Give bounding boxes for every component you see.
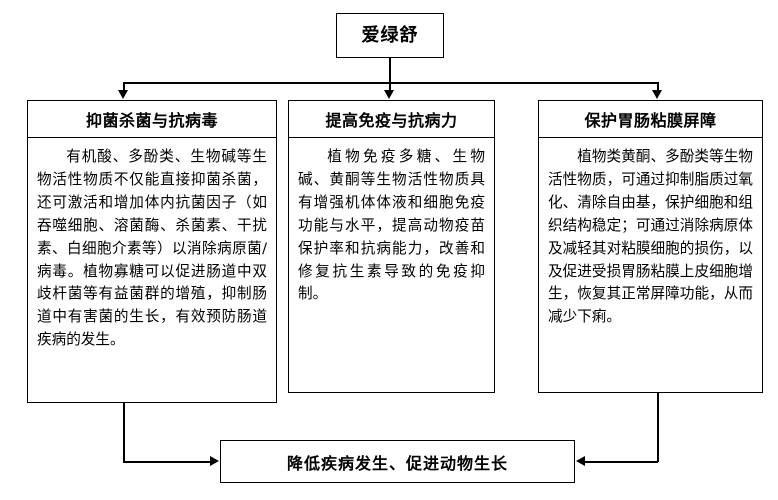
- column-box-mucosa: 保护胃肠粘膜屏障 植物类黄酮、多酚类等生物活性物质，可通过抑制脂质过氧化、清除自…: [538, 100, 763, 393]
- connector-branch-left: [123, 82, 125, 92]
- connector-title-stem: [389, 57, 391, 83]
- column-header-mucosa: 保护胃肠粘膜屏障: [539, 101, 762, 138]
- bottom-box-label: 降低疾病发生、促进动物生长: [286, 453, 508, 473]
- column-body-antibacterial: 有机酸、多酚类、生物碱等生物活性物质不仅能直接抑菌杀菌，还可激活和增加体内抗菌因…: [37, 148, 267, 349]
- arrow-right-icon-left: [210, 456, 219, 466]
- connector-left-run: [123, 461, 211, 463]
- title-box-label: 爱绿舒: [361, 24, 419, 46]
- column-box-immunity: 提高免疫与抗病力 植物免疫多糖、生物碱、黄酮等生物活性物质具有增强机体体液和细胞…: [288, 100, 495, 393]
- column-box-antibacterial: 抑菌杀菌与抗病毒 有机酸、多酚类、生物碱等生物活性物质不仅能直接抑菌杀菌，还可激…: [27, 100, 277, 403]
- title-box: 爱绿舒: [336, 13, 444, 58]
- column-header-label: 保护胃肠粘膜屏障: [584, 111, 717, 130]
- column-header-antibacterial: 抑菌杀菌与抗病毒: [28, 101, 276, 138]
- arrow-down-icon-middle: [384, 90, 394, 99]
- connector-right-drop: [657, 393, 659, 462]
- connector-right-run: [585, 461, 658, 463]
- column-header-label: 抑菌杀菌与抗病毒: [85, 111, 218, 130]
- arrow-down-icon-right: [652, 90, 662, 99]
- connector-branch-middle: [389, 82, 391, 92]
- column-header-label: 提高免疫与抗病力: [325, 111, 458, 130]
- column-body-immunity: 植物免疫多糖、生物碱、黄酮等生物活性物质具有增强机体体液和细胞免疫功能与水平，提…: [298, 148, 485, 303]
- bottom-box: 降低疾病发生、促进动物生长: [220, 440, 575, 483]
- arrow-left-icon-right: [576, 456, 585, 466]
- connector-branch-right: [657, 82, 659, 92]
- connector-left-drop: [123, 403, 125, 462]
- column-header-immunity: 提高免疫与抗病力: [289, 101, 494, 138]
- arrow-down-icon-left: [118, 90, 128, 99]
- column-body-mucosa: 植物类黄酮、多酚类等生物活性物质，可通过抑制脂质过氧化、清除自由基，保护细胞和组…: [548, 148, 753, 326]
